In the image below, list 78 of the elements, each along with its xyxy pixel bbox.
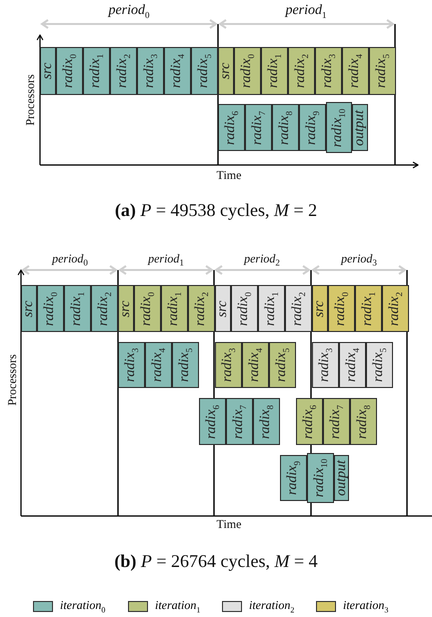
task-box — [326, 102, 352, 153]
task-box — [231, 285, 258, 332]
task-box — [164, 47, 191, 95]
legend-label: iteration$_{3}$ — [343, 598, 388, 614]
axis-label: Processors — [6, 354, 18, 406]
task-box — [56, 47, 83, 95]
task-box — [334, 455, 349, 501]
task-box — [339, 342, 366, 388]
task-box — [355, 285, 382, 332]
task-box — [261, 47, 288, 95]
legend-label: iteration$_{2}$ — [249, 598, 294, 614]
task-box — [134, 285, 161, 332]
task-box — [258, 285, 285, 332]
task-box — [37, 285, 64, 332]
period-label: period$_{2}$ — [244, 252, 280, 268]
task-box — [366, 342, 393, 388]
task-box — [312, 285, 328, 332]
axis-label: Time — [216, 518, 242, 530]
task-box — [307, 453, 334, 503]
period-label: period$_{0}$ — [52, 252, 88, 268]
task-box — [352, 104, 368, 151]
task-box — [188, 285, 215, 332]
task-label: src — [119, 300, 133, 317]
task-box — [215, 285, 231, 332]
period-label: period$_{1}$ — [148, 252, 184, 268]
task-box — [242, 342, 269, 388]
legend-label: iteration$_{0}$ — [60, 598, 106, 614]
task-label: src — [219, 62, 233, 80]
task-box — [296, 398, 323, 445]
task-box — [280, 455, 307, 501]
task-box — [269, 342, 296, 388]
task-box — [118, 342, 145, 388]
task-box — [64, 285, 91, 332]
task-box — [137, 47, 164, 95]
task-box — [328, 285, 355, 332]
task-box — [323, 398, 350, 445]
task-box — [342, 47, 369, 95]
task-box — [285, 285, 312, 332]
task-box — [199, 398, 226, 445]
task-label: src — [22, 300, 36, 317]
task-box — [272, 104, 299, 151]
task-label: output — [353, 110, 367, 146]
period-label: period$_{0}$ — [108, 4, 150, 20]
task-box — [118, 285, 134, 332]
task-box — [218, 47, 234, 95]
task-label: src — [313, 300, 327, 317]
task-box — [215, 342, 242, 388]
task-label: src — [41, 62, 55, 80]
task-label: src — [216, 300, 230, 317]
task-box — [91, 285, 118, 332]
task-box — [110, 47, 137, 95]
task-box — [40, 47, 56, 95]
task-box — [312, 342, 339, 388]
task-box — [253, 398, 280, 445]
task-box — [234, 47, 261, 95]
period-label: period$_{3}$ — [341, 252, 377, 268]
task-box — [145, 342, 172, 388]
caption: (a) P = 49538 cycles, M = 2 — [114, 201, 318, 219]
task-box — [350, 398, 377, 445]
task-box — [226, 398, 253, 445]
task-box — [369, 47, 396, 95]
legend-label: iteration$_{1}$ — [155, 598, 200, 614]
task-box — [83, 47, 110, 95]
task-box — [21, 285, 37, 332]
caption: (b) P = 26764 cycles, M = 4 — [114, 552, 318, 570]
task-label: output — [334, 460, 348, 496]
task-box — [288, 47, 315, 95]
task-box — [245, 104, 272, 151]
axis-label: Time — [216, 169, 242, 181]
task-box — [172, 342, 199, 388]
task-box — [191, 47, 218, 95]
axis-label: Processors — [24, 74, 36, 126]
task-box — [382, 285, 409, 332]
task-box — [315, 47, 342, 95]
period-label: period$_{1}$ — [285, 4, 327, 20]
task-box — [218, 104, 245, 151]
task-box — [161, 285, 188, 332]
task-box — [299, 104, 326, 151]
